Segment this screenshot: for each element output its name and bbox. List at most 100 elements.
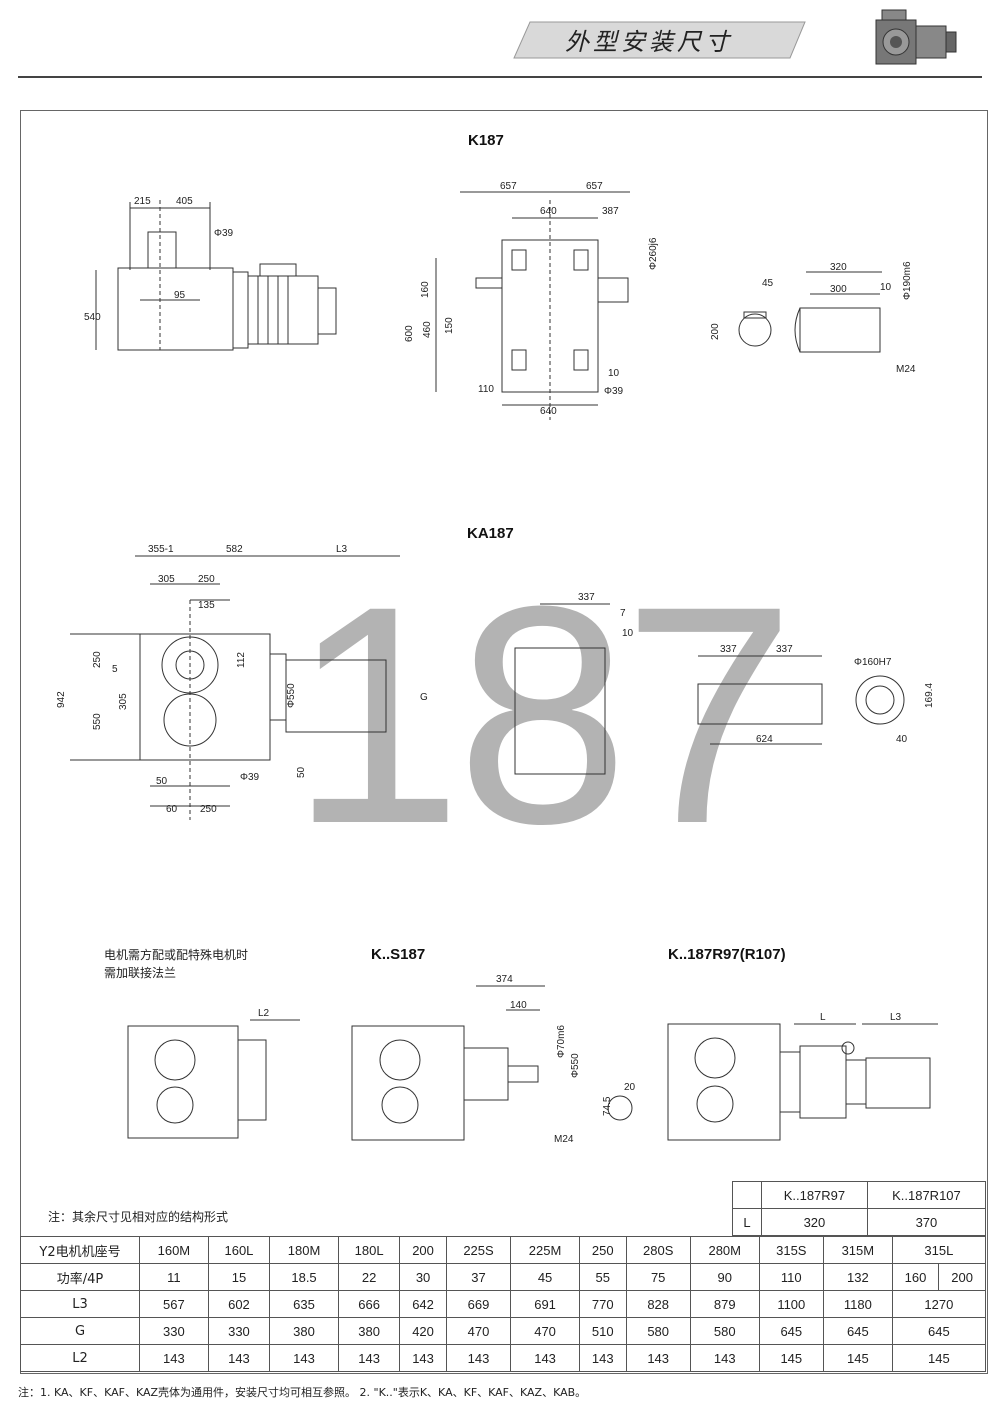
table-cell: 200 xyxy=(938,1263,986,1291)
table-row: G 330 330 380 380 420 470 470 510 580 58… xyxy=(20,1317,987,1345)
ka187-dim-60: 60 xyxy=(166,804,178,815)
title-ks187: K..S187 xyxy=(371,946,426,963)
table-cell: 143 xyxy=(139,1344,209,1372)
table-cell: 567 xyxy=(139,1290,209,1318)
r-table-row-label: L xyxy=(732,1208,762,1236)
ka187-dim-355: 355-1 xyxy=(148,544,174,555)
ks187-dim-140: 140 xyxy=(510,1000,527,1011)
k187-dim-215: 215 xyxy=(134,196,151,207)
table-cell: 143 xyxy=(269,1344,339,1372)
gearbox-thumbnail-icon xyxy=(875,9,957,65)
ka187-dim-l3: L3 xyxy=(336,544,348,555)
flange-view xyxy=(127,1019,300,1139)
motor-table: Y2电机机座号 160M 160L 180M 180L 200 225S 225… xyxy=(20,1236,987,1372)
ka187-dim-250a: 250 xyxy=(198,574,215,585)
ka187-dim-337b: 337 xyxy=(720,644,737,655)
table-cell: 645 xyxy=(822,1317,893,1345)
table-cell: 315S xyxy=(758,1236,824,1264)
table-cell: 143 xyxy=(689,1344,760,1372)
kr187-view xyxy=(667,1023,938,1141)
table-cell: 143 xyxy=(337,1344,401,1372)
table-cell: 110 xyxy=(758,1263,824,1291)
table-cell: 669 xyxy=(445,1290,512,1318)
table-cell: 380 xyxy=(269,1317,339,1345)
ka187-dim-337a: 337 xyxy=(578,592,595,603)
ka187-dim-135: 135 xyxy=(198,600,215,611)
footer-note: 注：1. KA、KF、KAF、KAZ壳体为通用件，安装尺寸均可相互参照。 2. … xyxy=(18,1386,587,1399)
row-label: L3 xyxy=(20,1290,140,1318)
table-cell: 470 xyxy=(510,1317,580,1345)
table-cell: 132 xyxy=(822,1263,893,1291)
r-table-corner xyxy=(732,1181,762,1209)
k187-dim-160: 160 xyxy=(420,281,431,298)
table-cell: 280S xyxy=(625,1236,691,1264)
k187-dim-405: 405 xyxy=(176,196,193,207)
table-cell: 510 xyxy=(578,1317,627,1345)
ka187-front-view xyxy=(514,603,905,775)
r-table-cell: 320 xyxy=(761,1208,868,1236)
r-table-row: L 320 370 xyxy=(732,1208,987,1236)
k187-dim-540: 540 xyxy=(84,312,101,323)
k187-dim-10: 10 xyxy=(608,368,620,379)
row-label: Y2电机机座号 xyxy=(20,1236,140,1264)
table-cell: 645 xyxy=(758,1317,824,1345)
table-cell: 330 xyxy=(207,1317,271,1345)
ks187-dim-d550: Φ550 xyxy=(570,1053,581,1078)
ka187-dim-582: 582 xyxy=(226,544,243,555)
kr187-dim-l3: L3 xyxy=(890,1012,902,1023)
ks187-dim-d70: Φ70m6 xyxy=(556,1025,567,1058)
r-table-header: K..187R107 xyxy=(866,1181,987,1209)
r-table-header: K..187R97 xyxy=(761,1181,868,1209)
k187-dim-d39: Φ39 xyxy=(214,228,234,239)
table-row: Y2电机机座号 160M 160L 180M 180L 200 225S 225… xyxy=(20,1236,987,1264)
table-cell: 11 xyxy=(139,1263,209,1291)
ka187-dim-337c: 337 xyxy=(776,644,793,655)
table-cell: 18.5 xyxy=(269,1263,339,1291)
k187-dim-600: 600 xyxy=(404,325,415,342)
k187-dim-640a: 640 xyxy=(540,206,557,217)
k187-dim-387: 387 xyxy=(602,206,619,217)
row-label: 功率/4P xyxy=(20,1263,140,1291)
flange-dim-l2: L2 xyxy=(258,1008,270,1019)
k187-front-view xyxy=(435,191,630,420)
k187-shaft-detail xyxy=(738,271,882,353)
table-cell: 15 xyxy=(207,1263,271,1291)
ka187-dim-40: 40 xyxy=(896,734,908,745)
table-cell: 580 xyxy=(625,1317,691,1345)
table-cell: 330 xyxy=(139,1317,209,1345)
motor-note-line1: 电机需方配或配特殊电机时 xyxy=(104,948,249,962)
ka187-dim-112: 112 xyxy=(236,652,247,668)
r-table-header-row: K..187R97 K..187R107 xyxy=(732,1181,987,1209)
table-cell: 145 xyxy=(822,1344,893,1372)
ka187-dim-942: 942 xyxy=(56,691,67,708)
table-cell: 280M xyxy=(689,1236,760,1264)
table-cell: 90 xyxy=(689,1263,760,1291)
table-cell: 770 xyxy=(578,1290,627,1318)
ka187-dim-50b: 50 xyxy=(296,766,307,778)
table-row: L2 143 143 143 143 143 143 143 143 143 1… xyxy=(20,1344,987,1372)
ka187-dim-250b: 250 xyxy=(92,651,103,668)
ka187-dim-d550: Φ550 xyxy=(286,683,297,708)
page-title: 外型安装尺寸 xyxy=(565,28,733,56)
table-cell: 45 xyxy=(510,1263,580,1291)
table-cell: 225M xyxy=(510,1236,580,1264)
header-tab xyxy=(510,18,810,60)
ka187-dim-10: 10 xyxy=(622,628,634,639)
table-cell: 879 xyxy=(689,1290,760,1318)
table-cell: 55 xyxy=(578,1263,627,1291)
ka187-side-view xyxy=(70,555,400,820)
k187-dim-320: 320 xyxy=(830,262,847,273)
table-cell: 635 xyxy=(269,1290,339,1318)
title-ka187: KA187 xyxy=(467,525,514,542)
table-cell: 200 xyxy=(399,1236,447,1264)
k187-dim-657a: 657 xyxy=(500,181,517,192)
table-cell: 642 xyxy=(399,1290,447,1318)
table-cell: 602 xyxy=(207,1290,271,1318)
table-cell: 143 xyxy=(510,1344,580,1372)
table-cell: 250 xyxy=(578,1236,627,1264)
table-cell: 420 xyxy=(399,1317,447,1345)
drawing-frame xyxy=(20,110,988,1374)
table-cell: 1270 xyxy=(891,1290,987,1318)
table-cell: 580 xyxy=(689,1317,760,1345)
